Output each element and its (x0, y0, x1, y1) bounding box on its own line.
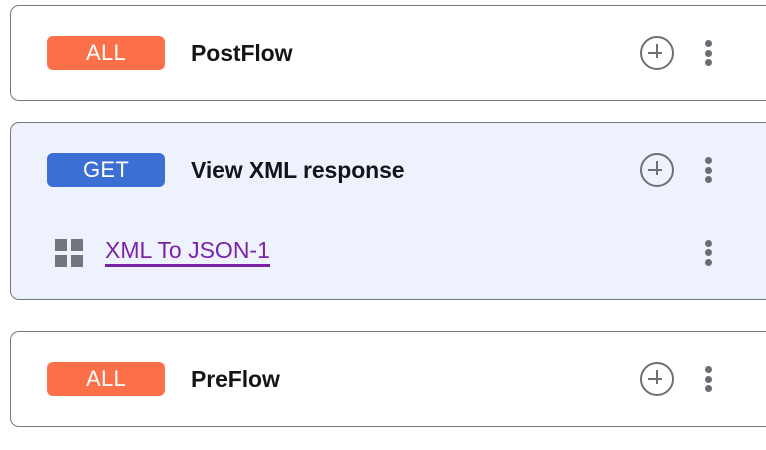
kebab-dot (704, 166, 712, 174)
kebab-dot (704, 176, 712, 183)
method-badge-all: ALL (47, 362, 165, 396)
kebab-dot (704, 49, 712, 57)
kebab-dot (704, 258, 712, 266)
kebab-dot (704, 385, 712, 392)
flow-step-link[interactable]: XML To JSON-1 (105, 238, 270, 268)
grid-square (55, 238, 67, 251)
grid-square (71, 238, 83, 251)
grid-square (55, 254, 67, 267)
more-options-icon[interactable] (696, 238, 720, 268)
flow-step-row[interactable]: XML To JSON-1 (11, 206, 766, 299)
flow-card-postflow[interactable]: ALL PostFlow (10, 5, 766, 101)
grid-square (71, 254, 83, 267)
kebab-dot (704, 249, 712, 256)
kebab-dot (704, 366, 712, 373)
kebab-dot (704, 157, 712, 164)
kebab-dot (704, 375, 712, 383)
flow-row-header[interactable]: ALL PostFlow (11, 6, 766, 100)
flow-row-header[interactable]: ALL PreFlow (11, 332, 766, 426)
more-options-icon[interactable] (696, 155, 720, 185)
flow-card-preflow[interactable]: ALL PreFlow (10, 331, 766, 427)
kebab-dot (704, 239, 712, 247)
flow-row-actions (640, 153, 720, 187)
flow-row-actions (640, 36, 720, 70)
add-step-icon[interactable] (640, 362, 674, 396)
flow-card-view-xml-response[interactable]: GET View XML response XML To JSON-1 (10, 122, 766, 300)
add-step-icon[interactable] (640, 153, 674, 187)
kebab-dot (704, 59, 712, 66)
flow-title: PostFlow (191, 39, 293, 66)
flow-row-header[interactable]: GET View XML response (11, 123, 766, 217)
method-badge-get: GET (47, 153, 165, 187)
method-badge-all: ALL (47, 36, 165, 70)
more-options-icon[interactable] (696, 38, 720, 68)
add-step-icon[interactable] (640, 36, 674, 70)
more-options-icon[interactable] (696, 364, 720, 394)
policy-grid-icon (55, 238, 83, 267)
kebab-dot (704, 40, 712, 47)
flow-title: PreFlow (191, 365, 280, 392)
flow-row-actions (640, 362, 720, 396)
flow-title: View XML response (191, 156, 405, 183)
